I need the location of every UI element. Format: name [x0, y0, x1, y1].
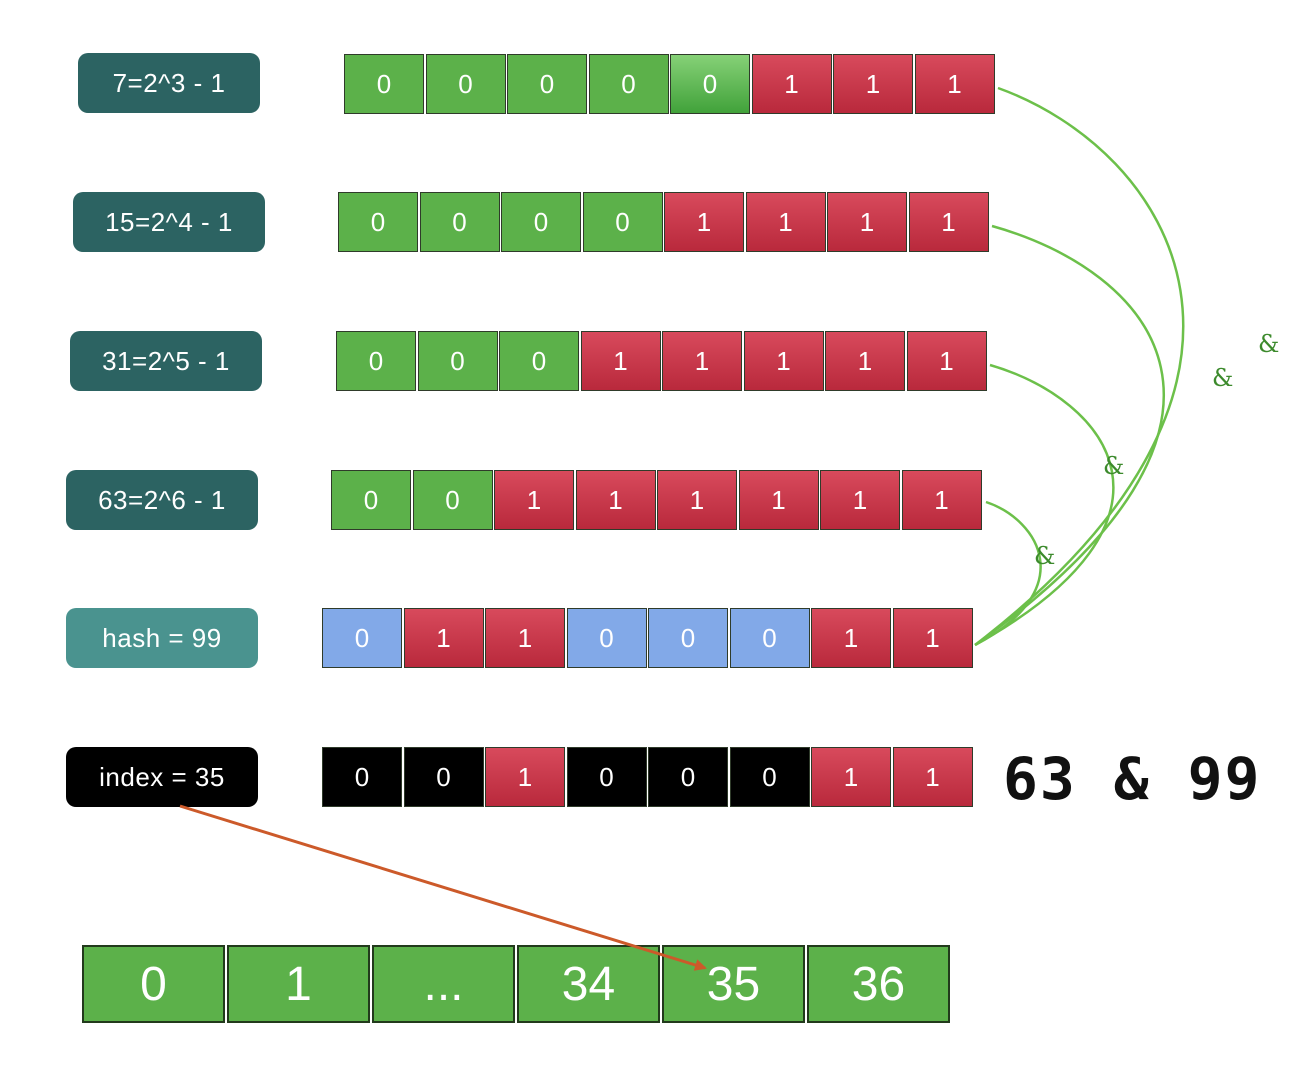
mask-63-bit-0: 0: [331, 470, 411, 530]
mask-63-bit-2: 1: [494, 470, 574, 530]
mask-15-bit-6: 1: [827, 192, 907, 252]
mask-63-bit-4: 1: [657, 470, 737, 530]
label-mask-15: 15=2^4 - 1: [73, 192, 265, 252]
hash-99-bit-2: 1: [485, 608, 565, 668]
array-cell: 1: [227, 945, 370, 1023]
index-35-bit-3: 0: [566, 747, 647, 807]
mask-31-bit-6: 1: [825, 331, 905, 391]
label-mask-7: 7=2^3 - 1: [78, 53, 260, 113]
mask-7-bit-3: 0: [588, 54, 669, 114]
mask-31-bit-5: 1: [743, 331, 824, 391]
mask-15-bit-3: 0: [582, 192, 663, 252]
mask-7-bit-4: 0: [670, 54, 750, 114]
label-index-35: index = 35: [66, 747, 258, 807]
index-35-bit-1: 0: [403, 747, 484, 807]
array-cell: 36: [807, 945, 950, 1023]
index-35-bit-5: 0: [729, 747, 810, 807]
label-mask-63: 63=2^6 - 1: [66, 470, 258, 530]
hash-99-bit-4: 0: [648, 608, 728, 668]
hash-99-bit-0: 0: [322, 608, 402, 668]
mask-15-bit-7: 1: [908, 192, 989, 252]
and-curve-mask-15: [974, 224, 1165, 647]
and-curve-mask-31: [974, 363, 1115, 647]
hash-99-bit-1: 1: [403, 608, 484, 668]
label-hash-99: hash = 99: [66, 608, 258, 668]
mask-7-bit-7: 1: [914, 54, 995, 114]
mask-63-bit-6: 1: [820, 470, 900, 530]
hash-99-bit-3: 0: [566, 608, 647, 668]
mask-7-bit-5: 1: [751, 54, 832, 114]
mask-15-bit-1: 0: [419, 192, 500, 252]
index-35-bit-7: 1: [892, 747, 973, 807]
mask-15-bit-5: 1: [745, 192, 826, 252]
mask-31-bit-4: 1: [662, 331, 742, 391]
and-symbol-mask-15: &: [1212, 364, 1233, 392]
mask-31-bit-1: 0: [417, 331, 498, 391]
label-mask-31: 31=2^5 - 1: [70, 331, 262, 391]
mask-31-bit-3: 1: [580, 331, 661, 391]
mask-63-bit-7: 1: [901, 470, 982, 530]
index-35-bit-4: 0: [648, 747, 728, 807]
hash-99-bit-6: 1: [811, 608, 891, 668]
and-symbol-mask-31: &: [1103, 452, 1124, 480]
array-cell: 0: [82, 945, 225, 1023]
mask-31-bit-7: 1: [906, 331, 987, 391]
mask-63-bit-1: 0: [412, 470, 493, 530]
and-symbol-mask-7: &: [1258, 330, 1279, 358]
index-35-bit-0: 0: [322, 747, 402, 807]
mask-15-bit-4: 1: [664, 192, 744, 252]
index-35-bit-2: 1: [485, 747, 565, 807]
hash-99-bit-7: 1: [892, 608, 973, 668]
mask-15-bit-0: 0: [338, 192, 418, 252]
mask-63-bit-5: 1: [738, 470, 819, 530]
mask-7-bit-0: 0: [344, 54, 424, 114]
and-symbol-mask-63: &: [1034, 542, 1055, 570]
mask-7-bit-1: 0: [425, 54, 506, 114]
mask-31-bit-0: 0: [336, 331, 416, 391]
and-curve-mask-63: [974, 500, 1042, 647]
and-curve-mask-7: [974, 86, 1185, 646]
mask-7-bit-6: 1: [833, 54, 913, 114]
mask-15-bit-2: 0: [501, 192, 581, 252]
and-expression: 63 & 99: [1003, 745, 1262, 813]
mask-7-bit-2: 0: [507, 54, 587, 114]
array-cell: 34: [517, 945, 660, 1023]
index-35-bit-6: 1: [811, 747, 891, 807]
mask-63-bit-3: 1: [575, 470, 656, 530]
hash-99-bit-5: 0: [729, 608, 810, 668]
array-cell-target: 35: [662, 945, 805, 1023]
mask-31-bit-2: 0: [499, 331, 579, 391]
index-arrow: [179, 804, 707, 971]
array-cell: ...: [372, 945, 515, 1023]
